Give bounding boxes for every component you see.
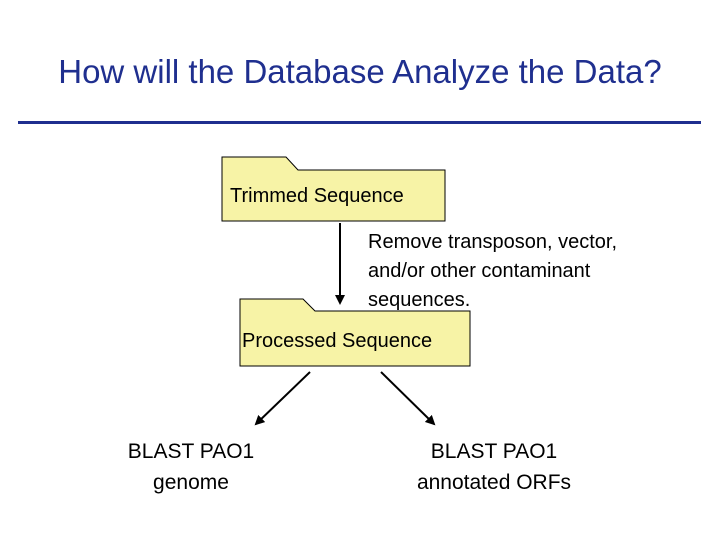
- right-leaf-line2: annotated ORFs: [416, 471, 572, 494]
- right-leaf-line1: BLAST PAO1: [430, 440, 558, 463]
- left-leaf: BLAST PAO1 genome: [81, 436, 301, 498]
- trimmed-sequence-label: Trimmed Sequence: [230, 185, 404, 207]
- title-underline: [18, 121, 701, 124]
- left-leaf-line2: genome: [153, 471, 229, 494]
- right-leaf: BLAST PAO1 annotated ORFs: [384, 436, 604, 498]
- slide-title: How will the Database Analyze the Data?: [58, 53, 662, 90]
- left-leaf-line1: BLAST PAO1: [127, 440, 255, 463]
- right-branch-arrow: [380, 371, 436, 426]
- left-branch-arrow: [254, 371, 311, 426]
- trimmed-sequence-folder: [221, 156, 446, 222]
- processed-sequence-folder: [239, 298, 471, 367]
- processed-sequence-label: Processed Sequence: [242, 330, 433, 352]
- process-note: Remove transposon, vector, and/or other …: [368, 231, 618, 311]
